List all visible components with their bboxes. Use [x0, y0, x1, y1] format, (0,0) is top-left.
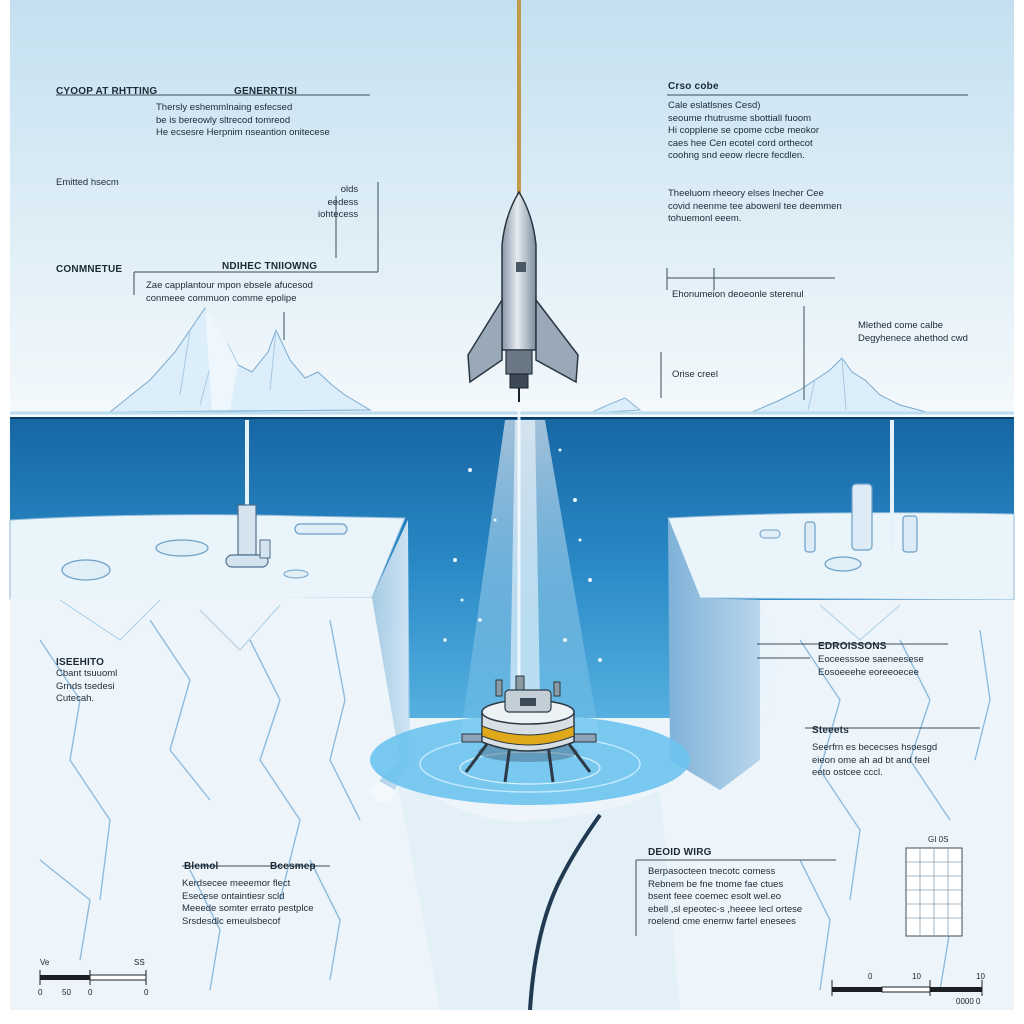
left-mid-title: CONMNETUE	[56, 264, 123, 275]
right-mid-label: Ehonumeion deoeonle sterenul	[672, 289, 804, 300]
right-low2-title: Steeets	[812, 725, 849, 736]
bubbles	[443, 448, 602, 662]
scale-left-top-0: Ve	[40, 958, 50, 967]
para-line: Cale eslatlsnes Cesd)	[668, 100, 761, 111]
para-line: Theeluom rheeory elses lnecher Cee	[668, 188, 824, 199]
subglacial-channel	[528, 813, 602, 1011]
scale-left-tick-1: 50	[62, 988, 71, 997]
top-right-paragraph: Cale eslatlsnes Cesd) seoume rhutrusme s…	[668, 100, 819, 163]
top-left-subtitle: GENERRTISI	[234, 86, 298, 97]
bottom-left-title-a: Blemol	[184, 861, 219, 872]
para-line: Kerdsecee meeemor flect	[182, 878, 291, 889]
scale-right-bottom: 0000 0	[956, 997, 981, 1006]
para-line: olds	[340, 184, 359, 195]
left-low-title: ISEEHITO	[56, 657, 105, 668]
right-low-paragraph: Eoceesssoe saeneesese Eosoeeehe eoreeoec…	[818, 654, 924, 679]
top-left-title: CYOOP AT RHTTING	[56, 86, 158, 97]
scale-bar-right	[831, 980, 983, 996]
para-line: Eoceesssoe saeneesese	[818, 654, 924, 665]
left-low-paragraph: Cbant tsuuoml Grnds tsedesi Cutecah.	[56, 668, 117, 706]
para-line: Hi copplene se cpome ccbe meokor	[668, 125, 820, 136]
para-line: Mlethed come calbe	[858, 320, 944, 331]
rocket-probe-icon[interactable]	[467, 190, 579, 402]
right-low2-paragraph: Seerfrn es bececses hsoesgd eieon ome ah…	[812, 742, 937, 780]
right-low-title: EDROISSONS	[818, 641, 887, 652]
scale-left-tick-2: 0	[88, 988, 93, 997]
para-line: be is bereowly sltrecod tomreod	[156, 114, 291, 126]
para-line: Seerfrn es bececses hsoesgd	[812, 742, 938, 753]
para-line: Srsdesdlc emeulsbecof	[182, 915, 281, 927]
para-line: ebell ,sl epeotec-s ,heeee lecl ortese	[648, 903, 803, 915]
left-mid-paragraph: Zae capplantour mpon ebsele afucesod con…	[146, 280, 313, 305]
para-line: Cutecah.	[56, 693, 95, 704]
borehole-station-left	[225, 420, 271, 568]
para-line: Zae capplantour mpon ebsele afucesod	[146, 280, 313, 291]
para-line: Meeede somter errato pestplce	[182, 903, 314, 914]
para-line: roelend cme enemw fartel enesees	[648, 916, 796, 927]
submersible-lander-icon[interactable]	[461, 675, 597, 783]
left-mid-subtitle: NDIHEC TNIIOWNG	[222, 261, 318, 272]
para-line: He ecsesre Herpnim nseantion onitecese	[156, 127, 330, 138]
para-line: Grnds tsedesi	[56, 680, 115, 692]
scale-left-top-1: SS	[134, 958, 145, 967]
para-line: bsent feee coemec esolt wel.eo	[648, 891, 782, 902]
scale-left-tick-0: 0	[38, 988, 43, 997]
scale-left-tick-3: 0	[144, 988, 149, 997]
top-right-paragraph-2: Theeluom rheeory elses lnecher Cee covid…	[668, 188, 842, 226]
ice-mountain-left	[108, 306, 372, 413]
para-line: Degyhenece ahethod cwd	[858, 332, 968, 344]
para-line: Thersly eshemmlnaing esfecsed	[156, 102, 293, 113]
para-line: conmeee commuon comme epolipe	[146, 292, 297, 304]
scale-bar-left	[39, 970, 147, 985]
small-right-label: Orise creel	[672, 369, 718, 380]
para-line: coohng snd eeow rlecre fecdlen.	[668, 150, 805, 161]
ice-mountain-right	[589, 357, 931, 414]
para-line: Esecese ontaintiesr scld	[182, 890, 285, 902]
para-line: seoume rhutrusme sbottiall fuoom	[668, 112, 812, 124]
top-left-paragraph: Thersly eshemmlnaing esfecsed be is bere…	[156, 102, 330, 140]
para-line: eedess	[327, 196, 359, 208]
top-right-title: Crso cobe	[668, 81, 719, 92]
para-line: caes hee Cen ecotel cord orthecot	[668, 137, 813, 149]
para-line: eieon ome ah ad bt and feel	[812, 754, 930, 766]
right-side-label: Mlethed come calbe Degyhenece ahethod cw…	[858, 320, 968, 345]
scale-right-top-2: 10	[976, 972, 985, 981]
para-line: Berpasocteen tnecotc comess	[648, 866, 776, 877]
para-line: tohuemonl eeem.	[668, 213, 742, 224]
leader-lines	[56, 94, 980, 936]
mid-small-label: olds eedess iohtecess	[318, 184, 358, 222]
scale-right-top-0: 0	[868, 972, 873, 981]
grid-chart-icon	[905, 847, 963, 937]
bottom-left-paragraph: Kerdsecee meeemor flect Esecese ontainti…	[182, 878, 313, 928]
scale-right-top-1: 10	[912, 972, 921, 981]
para-line: Cbant tsuuoml	[56, 668, 118, 679]
emitted-label: Emitted hsecm	[56, 177, 119, 188]
bottom-center-paragraph: Berpasocteen tnecotc comess Rebnem be fn…	[648, 866, 802, 929]
para-line: iohtecess	[318, 209, 359, 220]
bottom-center-title: DEOID WIRG	[648, 847, 712, 858]
bottom-left-title-b: Bcesmep	[270, 861, 316, 872]
para-line: eeto ostcee cccl.	[812, 767, 883, 778]
grid-label: GI 0S	[928, 835, 949, 844]
para-line: covid neenme tee abowenl tee deemmen	[668, 200, 842, 212]
para-line: Eosoeeehe eoreeoecee	[818, 666, 919, 678]
para-line: Rebnem be fne tnome fae ctues	[648, 878, 784, 890]
